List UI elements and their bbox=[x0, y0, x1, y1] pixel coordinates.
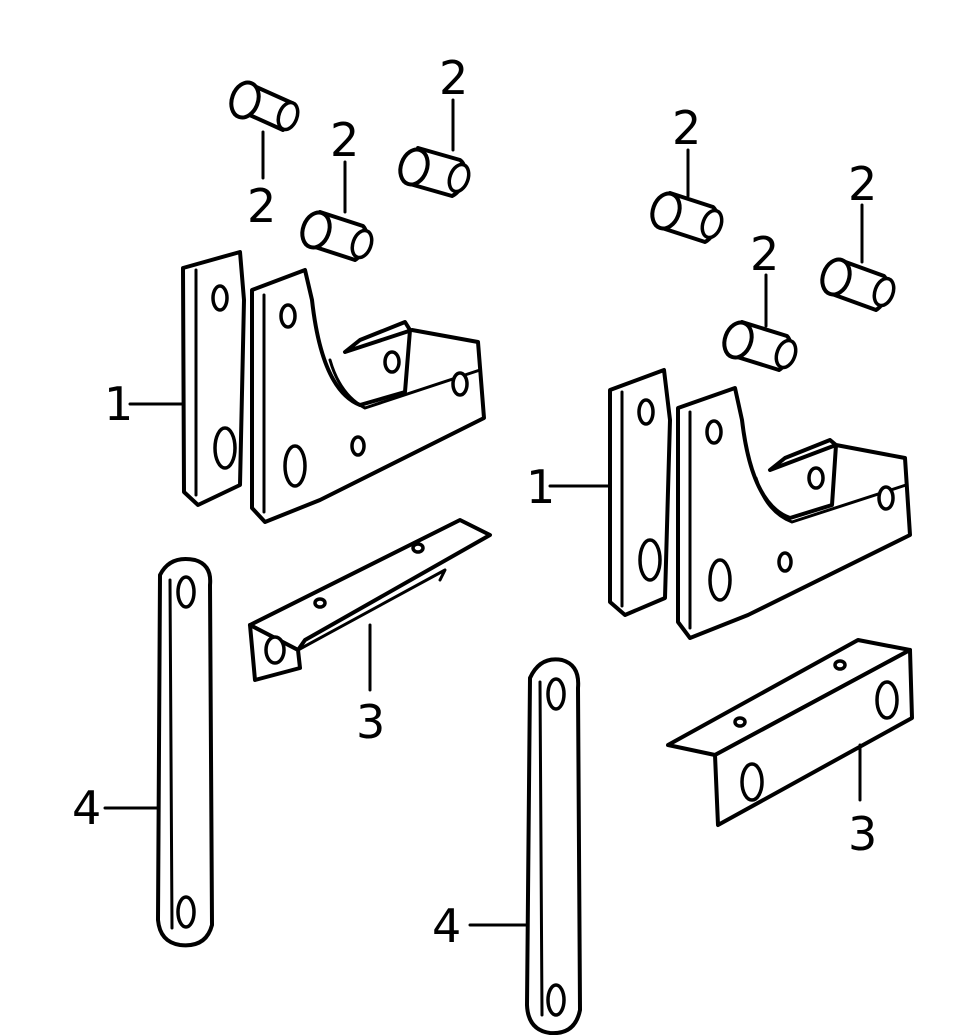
bushing-left-1 bbox=[229, 80, 300, 132]
callout-3-right: 3 bbox=[848, 807, 877, 861]
callout-4-left: 4 bbox=[72, 781, 101, 835]
callout-1-left: 1 bbox=[104, 377, 133, 431]
bushing-right-2 bbox=[820, 257, 896, 312]
bushing-right-3 bbox=[722, 320, 798, 372]
callout-1-right: 1 bbox=[526, 460, 555, 514]
bushing-left-2 bbox=[398, 146, 471, 198]
leader-lines bbox=[103, 98, 864, 927]
angle-left bbox=[248, 518, 492, 682]
link-left bbox=[156, 557, 214, 948]
bushing-left-3 bbox=[300, 210, 374, 262]
angle-right bbox=[666, 638, 914, 827]
callout-2-right-b: 2 bbox=[750, 227, 779, 281]
bushing-right-1 bbox=[650, 191, 724, 244]
callout-4-right: 4 bbox=[432, 899, 461, 953]
callout-2-left-b: 2 bbox=[439, 51, 468, 105]
callout-2-right-a: 2 bbox=[672, 101, 701, 155]
callout-3-left: 3 bbox=[356, 695, 385, 749]
link-right bbox=[525, 657, 582, 1035]
bracket-left bbox=[181, 250, 486, 524]
bracket-right bbox=[608, 368, 912, 640]
callout-2-left-c: 2 bbox=[330, 113, 359, 167]
callout-2-left-a: 2 bbox=[247, 179, 276, 233]
callout-2-right-c: 2 bbox=[848, 157, 877, 211]
